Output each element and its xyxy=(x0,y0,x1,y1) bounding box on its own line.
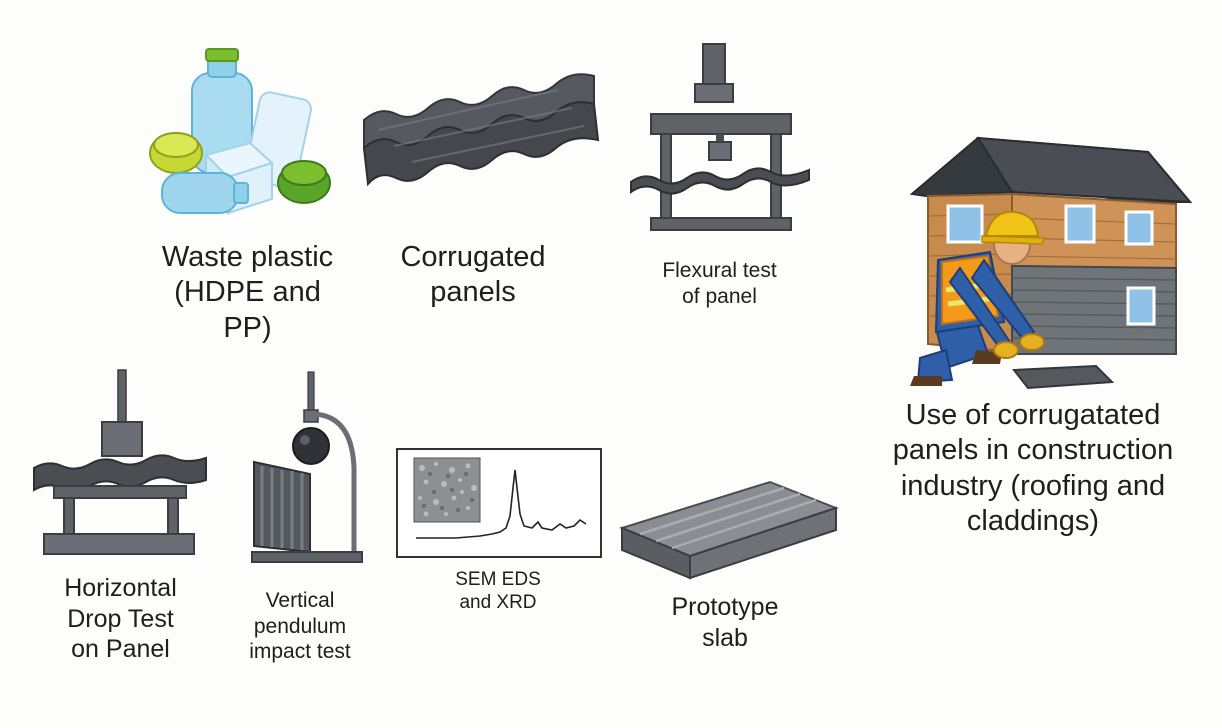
corrugated-panels-caption: Corrugated panels xyxy=(400,241,546,309)
prototype-slab-caption: Prototype slab xyxy=(671,593,779,652)
corrugated-panel-illustration xyxy=(362,73,600,187)
horizontal-drop-test-illustration xyxy=(33,369,207,555)
construction-use-caption: Use of corrugatated panels in constructi… xyxy=(892,399,1174,538)
horizontal-drop-test-caption: Horizontal Drop Test on Panel xyxy=(64,574,177,663)
sem-xrd-illustration xyxy=(396,448,602,558)
prototype-slab-illustration xyxy=(619,480,839,580)
waste-plastic-illustration xyxy=(149,48,331,216)
flexural-test-caption: Flexural test of panel xyxy=(662,259,777,308)
vertical-pendulum-illustration xyxy=(251,371,363,563)
construction-illustration xyxy=(909,136,1193,390)
sem-xrd-caption: SEM EDS and XRD xyxy=(455,569,541,614)
flexural-test-illustration xyxy=(630,43,810,231)
vertical-pendulum-caption: Vertical pendulum impact test xyxy=(249,589,351,664)
waste-plastic-caption: Waste plastic (HDPE and PP) xyxy=(161,241,334,344)
